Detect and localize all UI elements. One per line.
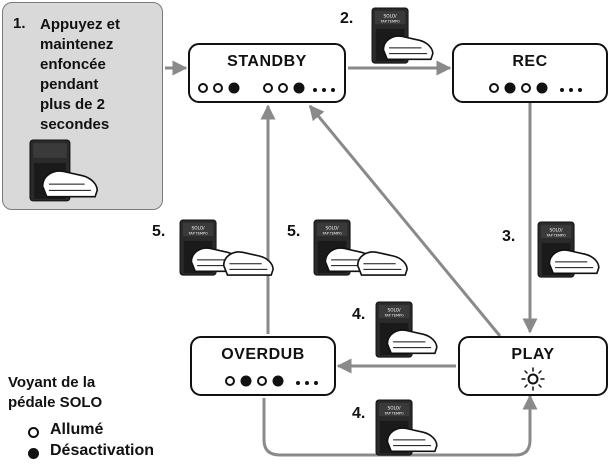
indicator-off <box>272 375 284 387</box>
state-standby: STANDBY <box>188 43 346 103</box>
step-1-number: 1. <box>13 15 26 32</box>
pedal-label-line1: SOLO/ <box>550 228 564 234</box>
pedal-label-line2: TAP TEMPO <box>545 233 566 237</box>
indicator-off <box>536 82 548 94</box>
ellipsis <box>560 88 582 92</box>
indicator-lit <box>257 376 267 386</box>
legend-title: Voyant de la pédale SOLO <box>8 374 103 411</box>
pedal-icon-hold <box>29 139 99 202</box>
overdub-indicator <box>225 375 318 387</box>
standby-indicator <box>198 82 335 94</box>
state-play-title: PLAY <box>511 346 555 363</box>
step-3-number: 3. <box>502 228 516 245</box>
pedal-label-line1: SOLO/ <box>192 226 206 232</box>
pedal-icon-step-3: SOLO/TAP TEMPO <box>537 221 600 278</box>
play-indicator-glow-icon <box>521 367 545 391</box>
ellipsis <box>313 88 335 92</box>
state-overdub: OVERDUB <box>190 336 336 396</box>
state-standby-title: STANDBY <box>227 53 307 70</box>
pedal-icon-step-5-left: SOLO/TAP TEMPO <box>179 219 274 276</box>
indicator-lit <box>213 83 223 93</box>
step-4-lower-number: 4. <box>352 405 366 422</box>
indicator-lit <box>489 83 499 93</box>
indicator-lit <box>263 83 273 93</box>
step-2-number: 2. <box>340 10 354 27</box>
legend-lit-label: Allumé <box>50 421 104 438</box>
pedal-icon-step-4-upper: SOLO/TAP TEMPO <box>375 301 438 358</box>
pedal-label-line2: TAP TEMPO <box>383 411 404 415</box>
indicator-off <box>293 82 305 94</box>
pedal-label-line1: SOLO/ <box>388 308 402 314</box>
step-5-right-number: 5. <box>287 223 301 240</box>
pedal-label-line2: TAP TEMPO <box>379 19 400 23</box>
step-4-upper-number: 4. <box>352 306 366 323</box>
pedal-label-line2: TAP TEMPO <box>383 313 404 317</box>
indicator-off <box>240 375 252 387</box>
indicator-off <box>504 82 516 94</box>
ellipsis <box>296 381 318 385</box>
rec-indicator <box>489 82 582 94</box>
pedal-label-line1: SOLO/ <box>384 14 398 20</box>
pedal-label-line2: TAP TEMPO <box>187 231 208 235</box>
arrow-play-to-standby <box>308 104 502 337</box>
state-rec-title: REC <box>512 53 548 70</box>
indicator-lit <box>198 83 208 93</box>
pedal-label-line2: TAP TEMPO <box>321 231 342 235</box>
step-5-left-number: 5. <box>152 223 166 240</box>
pedal-icon-step-5-right: SOLO/TAP TEMPO <box>313 219 408 276</box>
legend-off-label: Désactivation <box>50 442 155 459</box>
pedal-label-line1: SOLO/ <box>326 226 340 232</box>
step-1-text: Appuyez et maintenez enfoncée pendant pl… <box>40 16 121 133</box>
indicator-lit <box>521 83 531 93</box>
lit-indicator-icon <box>28 427 39 438</box>
off-indicator-icon <box>28 448 39 459</box>
pedal-icon-step-4-lower: SOLO/TAP TEMPO <box>375 399 438 456</box>
state-overdub-title: OVERDUB <box>221 346 305 363</box>
indicator-off <box>228 82 240 94</box>
indicator-lit <box>225 376 235 386</box>
state-rec: REC <box>452 43 608 103</box>
indicator-lit <box>278 83 288 93</box>
pedal-label-line1: SOLO/ <box>388 406 402 412</box>
state-play: PLAY <box>458 336 608 396</box>
pedal-icon-step-2: SOLO/TAP TEMPO <box>371 7 434 64</box>
